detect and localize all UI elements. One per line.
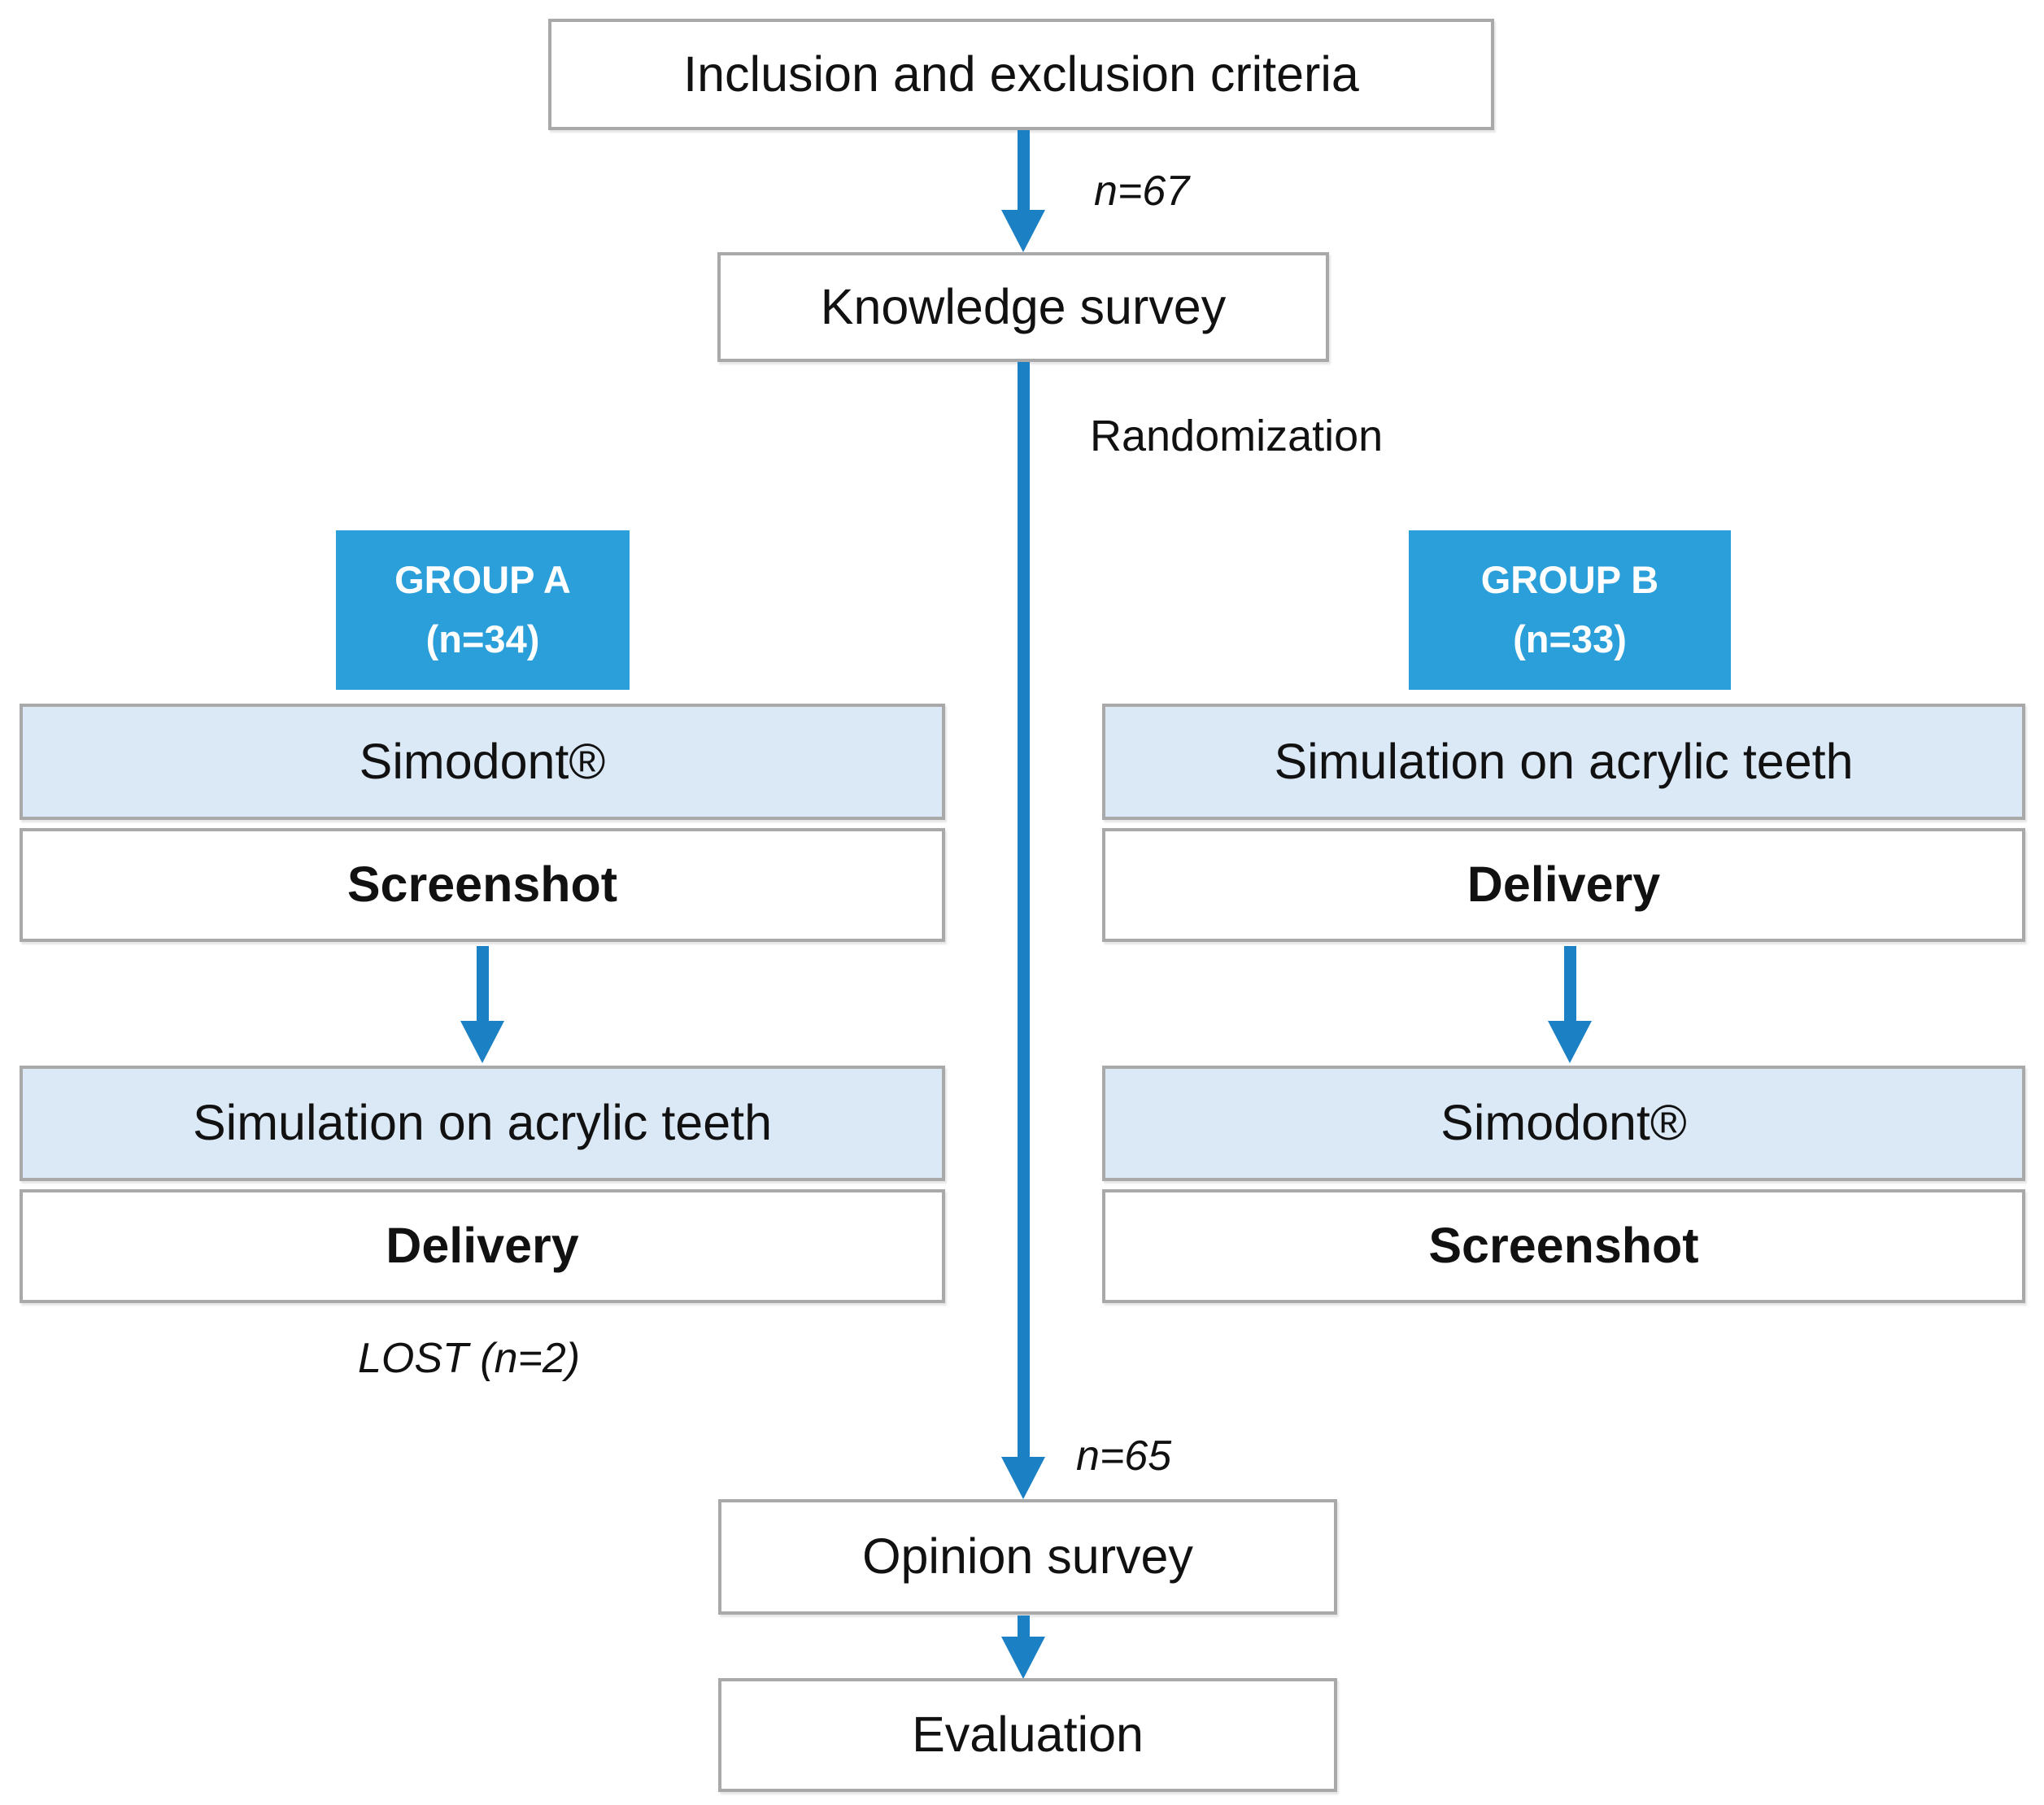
group-b-arrow-shaft [1564, 946, 1576, 1022]
group-a-n: (n=34) [425, 617, 540, 661]
group-b-step-1-label: Simulation on acrylic teeth [1274, 733, 1854, 789]
arrow-inclusion-to-knowledge-head [1001, 210, 1045, 252]
group-b-step-2-label: Delivery [1467, 857, 1661, 913]
group-b-title: GROUP B [1480, 558, 1659, 602]
group-b-n: (n=33) [1513, 617, 1627, 661]
opinion-survey-box: Opinion survey [718, 1499, 1337, 1615]
inclusion-exclusion-box: Inclusion and exclusion criteria [548, 19, 1494, 130]
group-b-step-simodont: Simodont® [1102, 1066, 2025, 1181]
knowledge-survey-label: Knowledge survey [820, 278, 1227, 334]
n67-label: n=67 [1094, 168, 1190, 215]
group-b-step-3-label: Simodont® [1440, 1095, 1687, 1151]
group-b-step-acrylic: Simulation on acrylic teeth [1102, 704, 2025, 820]
group-b-arrow-head [1548, 1021, 1592, 1063]
knowledge-survey-box: Knowledge survey [717, 252, 1329, 362]
group-a-step-acrylic: Simulation on acrylic teeth [20, 1066, 945, 1181]
group-a-step-1-label: Simodont® [359, 733, 606, 789]
group-b-step-screenshot: Screenshot [1102, 1189, 2025, 1303]
group-a-step-3-label: Simulation on acrylic teeth [192, 1095, 772, 1151]
group-a-arrow-head [460, 1021, 504, 1063]
arrow-opinion-to-evaluation-head [1001, 1637, 1045, 1679]
evaluation-box: Evaluation [718, 1678, 1337, 1792]
evaluation-label: Evaluation [912, 1707, 1144, 1763]
group-a-step-screenshot: Screenshot [20, 828, 945, 942]
group-a-lost-label: LOST (n=2) [358, 1335, 581, 1382]
opinion-survey-label: Opinion survey [862, 1528, 1193, 1585]
group-a-title: GROUP A [394, 558, 571, 602]
arrow-knowledge-to-opinion-shaft [1018, 362, 1030, 1458]
n65-label: n=65 [1076, 1432, 1172, 1480]
randomization-label: Randomization [1090, 412, 1384, 460]
arrow-opinion-to-evaluation-shaft [1018, 1615, 1030, 1638]
group-a-step-simodont: Simodont® [20, 704, 945, 820]
group-b-step-4-label: Screenshot [1428, 1218, 1699, 1274]
inclusion-exclusion-label: Inclusion and exclusion criteria [683, 46, 1359, 102]
group-b-step-delivery: Delivery [1102, 828, 2025, 942]
group-a-step-2-label: Screenshot [346, 857, 618, 913]
group-a-step-4-label: Delivery [386, 1218, 579, 1274]
arrow-knowledge-to-opinion-head [1001, 1457, 1045, 1499]
group-b-header: GROUP B (n=33) [1409, 530, 1731, 690]
group-a-header: GROUP A (n=34) [336, 530, 630, 690]
arrow-inclusion-to-knowledge-shaft [1018, 130, 1030, 211]
group-a-step-delivery: Delivery [20, 1189, 945, 1303]
group-a-arrow-shaft [477, 946, 489, 1022]
